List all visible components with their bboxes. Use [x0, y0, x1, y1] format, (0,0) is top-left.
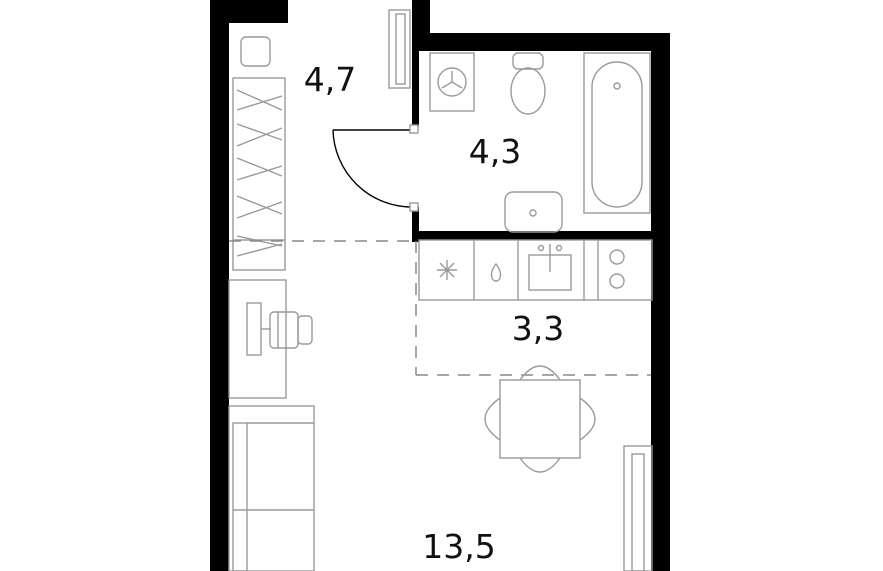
entrance-door-frame	[388, 9, 411, 89]
wall-bathroom-top	[412, 33, 670, 51]
wardrobe-hangers	[236, 89, 283, 257]
kitchen-sink-icon	[528, 244, 572, 291]
bathroom	[429, 52, 651, 233]
wardrobe-icon	[232, 77, 286, 271]
door-swing-icon	[332, 124, 419, 212]
wall-left	[210, 0, 229, 571]
wardrobe-icon	[623, 445, 653, 571]
hallway	[232, 9, 411, 271]
wall-bathroom-left-upper	[412, 33, 419, 126]
washing-machine-icon	[429, 52, 475, 112]
sofa-icon	[228, 405, 315, 571]
living-room	[228, 279, 653, 571]
square-icon	[240, 36, 271, 67]
walls	[210, 0, 670, 571]
wall-bathroom-left-lower	[412, 207, 419, 242]
wall-top-left-notch	[270, 0, 288, 23]
sink-icon	[504, 191, 563, 233]
hob-icon	[609, 249, 625, 289]
toilet-icon	[510, 52, 546, 115]
kitchen-counter	[418, 239, 653, 301]
entrance-door-inner	[395, 13, 406, 85]
wall-top-left-stub	[210, 0, 288, 23]
dining-table-icon	[484, 365, 596, 473]
wall-right	[651, 33, 670, 571]
office-chair-icon	[269, 311, 313, 349]
bathroom-area-label: 4,3	[469, 132, 521, 171]
bathtub-icon	[583, 52, 651, 214]
wall-bathroom-bottom	[412, 231, 652, 240]
fridge-icon	[437, 260, 457, 280]
desk-icon	[228, 279, 287, 399]
hallway-area-label: 4,7	[304, 60, 356, 99]
zone-boundaries	[229, 240, 651, 376]
kitchen-area-label: 3,3	[512, 309, 564, 348]
living-room-area-label: 13,5	[422, 527, 495, 566]
dishwasher-icon	[490, 262, 502, 282]
kitchen	[418, 239, 653, 301]
